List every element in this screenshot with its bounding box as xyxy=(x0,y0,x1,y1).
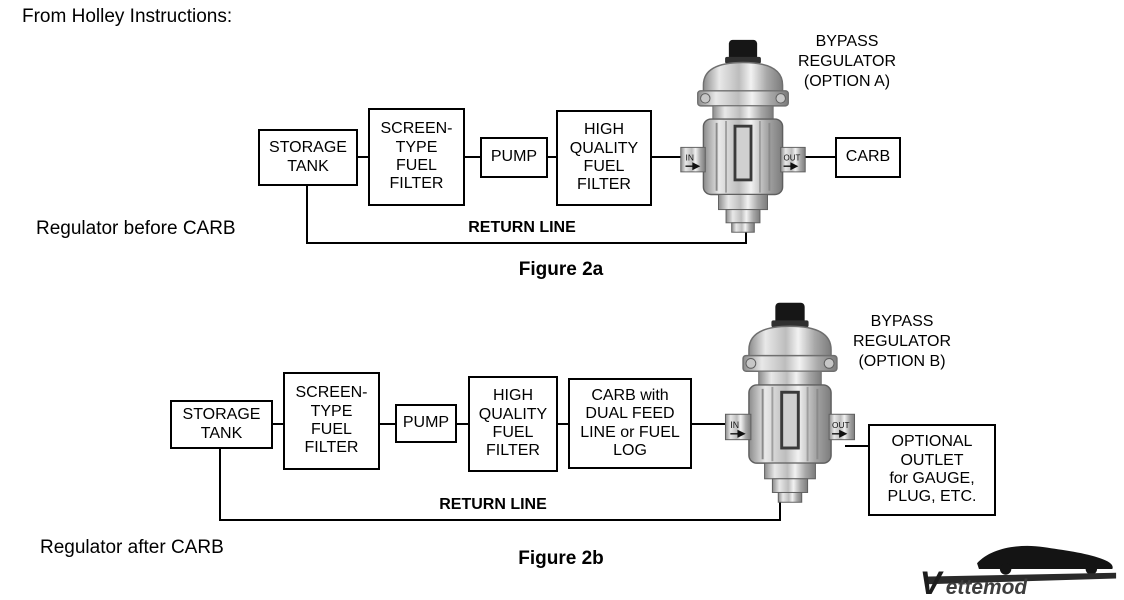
return-line-segment xyxy=(745,224,747,244)
return-line-segment xyxy=(219,519,781,521)
return-line-segment xyxy=(779,500,781,521)
bypass-regulator-label-a: BYPASS REGULATOR (OPTION A) xyxy=(797,33,897,90)
box-pump-b: PUMP xyxy=(395,404,457,443)
connector-line xyxy=(845,445,870,447)
connector-line xyxy=(650,156,690,158)
regulator-in-label: IN xyxy=(730,420,739,430)
figure-b-caption: Figure 2b xyxy=(518,548,604,569)
box-screen-filter-b: SCREEN- TYPE FUEL FILTER xyxy=(283,372,380,470)
return-line-label-a: RETURN LINE xyxy=(468,219,576,236)
connector-line xyxy=(463,156,482,158)
regulator-in-label: IN xyxy=(685,153,693,163)
connector-line xyxy=(271,423,285,425)
connector-line xyxy=(455,423,470,425)
vettemod-logo: V ettemod xyxy=(918,540,1118,600)
vettemod-logo-image: V ettemod xyxy=(920,545,1117,600)
box-storage-tank-b: STORAGE TANK xyxy=(170,400,273,449)
connector-line xyxy=(795,156,837,158)
box-hq-filter-b: HIGH QUALITY FUEL FILTER xyxy=(468,376,558,472)
box-hq-filter-a: HIGH QUALITY FUEL FILTER xyxy=(556,110,652,206)
box-storage-tank-a: STORAGE TANK xyxy=(258,129,358,186)
connector-line xyxy=(546,156,558,158)
page-title: From Holley Instructions: xyxy=(22,6,233,27)
logo-letter-v: V xyxy=(920,565,944,598)
box-carb-a: CARB xyxy=(835,137,901,178)
box-screen-filter-a: SCREEN- TYPE FUEL FILTER xyxy=(368,108,465,206)
box-carb-dual-feed-b: CARB with DUAL FEED LINE or FUEL LOG xyxy=(568,378,692,469)
svg-text:V ettemod: V ettemod xyxy=(920,565,1028,598)
bypass-regulator-image-b: IN OUT xyxy=(724,302,856,503)
return-line-segment xyxy=(306,242,747,244)
connector-line xyxy=(356,156,370,158)
connector-line xyxy=(378,423,397,425)
figure-a-note: Regulator before CARB xyxy=(36,218,236,239)
connector-line xyxy=(690,423,725,425)
return-line-segment xyxy=(306,186,308,244)
box-optional-outlet-b: OPTIONAL OUTLET for GAUGE, PLUG, ETC. xyxy=(868,424,996,516)
connector-line xyxy=(556,423,570,425)
logo-text-rest: ettemod xyxy=(946,576,1029,598)
regulator-out-label: OUT xyxy=(784,154,801,163)
box-pump-a: PUMP xyxy=(480,137,548,178)
figure-a-caption: Figure 2a xyxy=(518,259,604,280)
regulator-out-label: OUT xyxy=(832,420,850,430)
bypass-regulator-label-b: BYPASS REGULATOR (OPTION B) xyxy=(852,313,952,370)
return-line-label-b: RETURN LINE xyxy=(439,496,547,513)
bypass-regulator-image-a: IN OUT xyxy=(680,39,806,233)
return-line-segment xyxy=(219,449,221,521)
figure-b-note: Regulator after CARB xyxy=(40,537,224,558)
